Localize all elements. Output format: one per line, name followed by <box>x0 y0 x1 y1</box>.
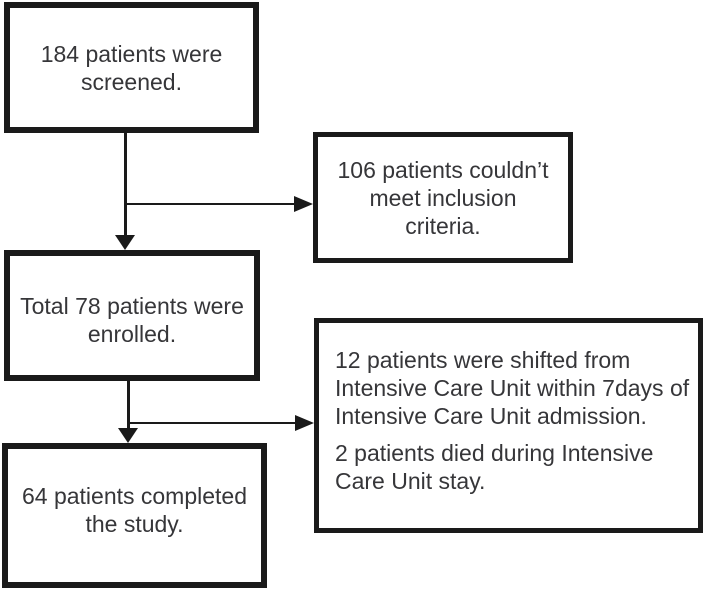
box-icu-outcomes-paragraph-shifted: 12 patients were shifted from Intensive … <box>335 347 690 429</box>
connector-screened-to-enrolled-line <box>124 133 127 235</box>
box-completed: 64 patients completed the study. <box>2 443 267 588</box>
box-excluded: 106 patients couldn’t meet inclusion cri… <box>313 132 573 263</box>
box-enrolled: Total 78 patients were enrolled. <box>4 250 260 381</box>
box-excluded-text: 106 patients couldn’t meet inclusion cri… <box>337 156 549 239</box>
connector-screened-to-excluded-line <box>124 203 295 205</box>
box-icu-outcomes: 12 patients were shifted from Intensive … <box>314 318 703 533</box>
arrowhead-down-completed-icon <box>118 428 138 443</box>
box-screened: 184 patients were screened. <box>4 2 259 133</box>
arrowhead-right-excluded-icon <box>294 196 313 212</box>
box-completed-text: 64 patients completed the study. <box>21 482 248 537</box>
arrowhead-right-icu-outcomes-icon <box>295 415 314 431</box>
box-screened-text: 184 patients were screened. <box>40 40 223 95</box>
box-icu-outcomes-paragraph-died: 2 patients died during Intensive Care Un… <box>335 440 654 494</box>
arrowhead-down-enrolled-icon <box>115 235 135 250</box>
connector-enrolled-to-icu-outcomes-line <box>128 422 296 424</box>
connector-enrolled-to-completed-line <box>127 381 130 428</box>
box-enrolled-text: Total 78 patients were enrolled. <box>20 292 244 347</box>
